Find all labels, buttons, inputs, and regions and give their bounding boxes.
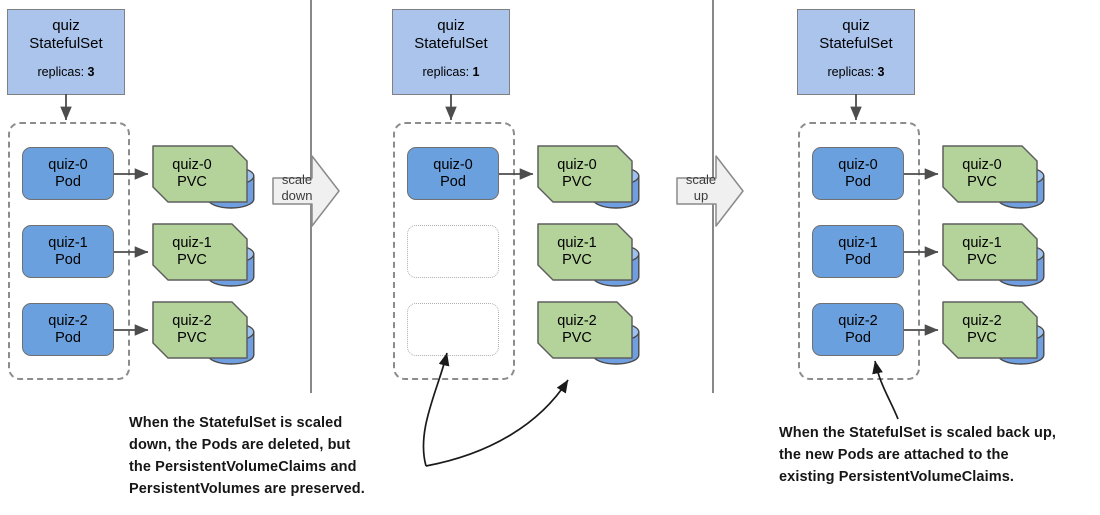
scale-down-caption-line-3: the PersistentVolumeClaims and xyxy=(129,459,357,475)
pod-name-quiz-1-panel1: quiz-1 xyxy=(48,234,88,251)
statefulset-name-panel1: quiz xyxy=(52,17,80,34)
pod-quiz-2-panel3[interactable]: quiz-2 Pod xyxy=(812,303,904,356)
scale-down-caption-line-2: down, the Pods are deleted, but xyxy=(129,437,351,453)
pod-to-pvc-arrow-0-panel3 xyxy=(904,168,939,180)
statefulset-name-panel3: quiz xyxy=(842,17,870,34)
scale-down-caption-line-1: When the StatefulSet is scaled xyxy=(129,415,343,431)
scale-down-caption-line-4: PersistentVolumes are preserved. xyxy=(129,481,365,497)
pod-name-quiz-2-panel3: quiz-2 xyxy=(838,312,878,329)
statefulset-title-panel1: quiz StatefulSet xyxy=(29,17,102,53)
statefulset-to-podgroup-arrow-panel1 xyxy=(60,94,72,121)
replicas-label-panel3: replicas: xyxy=(827,65,875,79)
pvc-quiz-1-panel3[interactable]: quiz-1 PVC xyxy=(942,223,1038,281)
replicas-label-panel1: replicas: xyxy=(37,65,85,79)
pvc-quiz-0-panel1[interactable]: quiz-0 PVC xyxy=(152,145,248,203)
pod-to-pvc-arrow-0-panel1 xyxy=(114,168,149,180)
statefulset-kind-panel2: StatefulSet xyxy=(414,35,488,52)
statefulset-to-podgroup-arrow-panel3 xyxy=(850,94,862,121)
scale-up-caption-line-1: When the StatefulSet is scaled back up, xyxy=(779,425,1057,441)
pod-name-quiz-0-panel3: quiz-0 xyxy=(838,156,878,173)
pod-name-quiz-0-panel2: quiz-0 xyxy=(433,156,473,173)
pod-quiz-2-panel1[interactable]: quiz-2 Pod xyxy=(22,303,114,356)
pod-to-pvc-arrow-2-panel1 xyxy=(114,324,149,336)
pod-group-panel1 xyxy=(8,122,130,380)
statefulset-kind-panel3: StatefulSet xyxy=(819,35,893,52)
pod-name-quiz-1-panel3: quiz-1 xyxy=(838,234,878,251)
pvc-quiz-2-panel3[interactable]: quiz-2 PVC xyxy=(942,301,1038,359)
pod-to-pvc-arrow-1-panel3 xyxy=(904,246,939,258)
pod-quiz-0-panel3[interactable]: quiz-0 Pod xyxy=(812,147,904,200)
pod-kind-quiz-1-panel3: Pod xyxy=(845,251,871,268)
pod-group-panel2 xyxy=(393,122,515,380)
pvc-quiz-2-panel1[interactable]: quiz-2 PVC xyxy=(152,301,248,359)
scale-up-caption-line-3: existing PersistentVolumeClaims. xyxy=(779,469,1015,485)
pod-to-pvc-arrow-0-panel2 xyxy=(499,168,534,180)
pod-quiz-1-panel1[interactable]: quiz-1 Pod xyxy=(22,225,114,278)
replicas-value-panel3: 3 xyxy=(877,65,885,79)
pod-slot-deleted-2-panel2 xyxy=(407,303,499,356)
statefulset-replicas-panel2: replicas: 1 xyxy=(423,65,480,79)
pod-quiz-0-panel2[interactable]: quiz-0 Pod xyxy=(407,147,499,200)
pod-slot-deleted-1-panel2 xyxy=(407,225,499,278)
pvc-quiz-1-panel2[interactable]: quiz-1 PVC xyxy=(537,223,633,281)
pod-group-panel3 xyxy=(798,122,920,380)
pod-quiz-1-panel3[interactable]: quiz-1 Pod xyxy=(812,225,904,278)
pod-kind-quiz-0-panel2: Pod xyxy=(440,173,466,190)
pod-name-quiz-0-panel1: quiz-0 xyxy=(48,156,88,173)
pod-kind-quiz-0-panel1: Pod xyxy=(55,173,81,190)
scale-down-caption: When the StatefulSet is scaled down, the… xyxy=(129,412,429,500)
pod-kind-quiz-2-panel3: Pod xyxy=(845,329,871,346)
pod-name-quiz-2-panel1: quiz-2 xyxy=(48,312,88,329)
statefulset-to-podgroup-arrow-panel2 xyxy=(445,94,457,121)
statefulset-box-panel1[interactable]: quiz StatefulSet replicas: 3 xyxy=(7,9,125,95)
scale-up-arrow[interactable]: scale up xyxy=(676,155,744,227)
scale-down-caption-leader-lines xyxy=(422,352,569,467)
pod-to-pvc-arrow-1-panel1 xyxy=(114,246,149,258)
pod-quiz-0-panel1[interactable]: quiz-0 Pod xyxy=(22,147,114,200)
pvc-quiz-0-panel2[interactable]: quiz-0 PVC xyxy=(537,145,633,203)
pod-kind-quiz-0-panel3: Pod xyxy=(845,173,871,190)
replicas-value-panel2: 1 xyxy=(472,65,480,79)
scale-up-caption-line-2: the new Pods are attached to the xyxy=(779,447,1009,463)
statefulset-replicas-panel3: replicas: 3 xyxy=(828,65,885,79)
replicas-label-panel2: replicas: xyxy=(422,65,470,79)
pvc-quiz-1-panel1[interactable]: quiz-1 PVC xyxy=(152,223,248,281)
statefulset-box-panel2[interactable]: quiz StatefulSet replicas: 1 xyxy=(392,9,510,95)
statefulset-title-panel3: quiz StatefulSet xyxy=(819,17,892,53)
statefulset-replicas-panel1: replicas: 3 xyxy=(38,65,95,79)
statefulset-kind-panel1: StatefulSet xyxy=(29,35,103,52)
pod-kind-quiz-1-panel1: Pod xyxy=(55,251,81,268)
statefulset-title-panel2: quiz StatefulSet xyxy=(414,17,487,53)
scale-up-caption: When the StatefulSet is scaled back up, … xyxy=(779,422,1099,488)
scale-down-arrow[interactable]: scale down xyxy=(272,155,340,227)
statefulset-name-panel2: quiz xyxy=(437,17,465,34)
replicas-value-panel1: 3 xyxy=(87,65,95,79)
statefulset-box-panel3[interactable]: quiz StatefulSet replicas: 3 xyxy=(797,9,915,95)
scale-up-caption-leader-line xyxy=(872,360,899,420)
pod-to-pvc-arrow-2-panel3 xyxy=(904,324,939,336)
pod-kind-quiz-2-panel1: Pod xyxy=(55,329,81,346)
pvc-quiz-0-panel3[interactable]: quiz-0 PVC xyxy=(942,145,1038,203)
